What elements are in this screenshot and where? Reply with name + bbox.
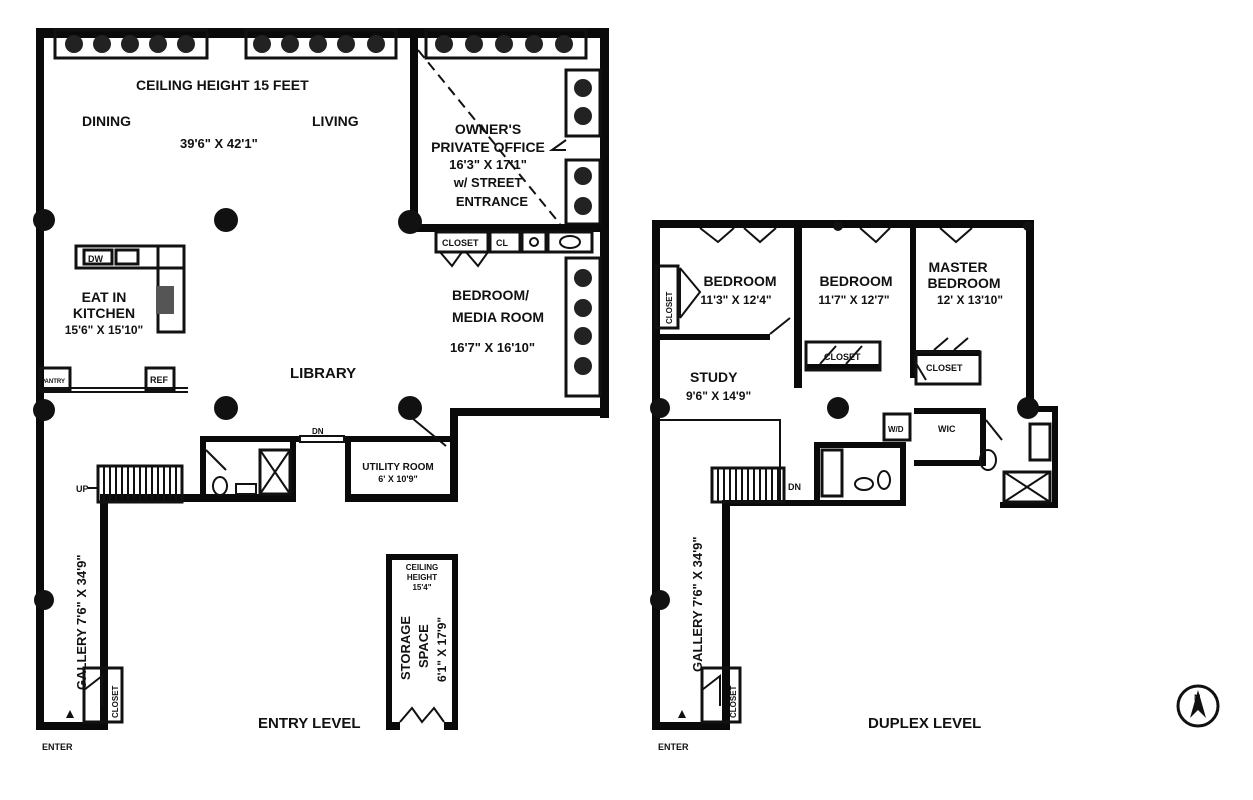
bedroom2-label: BEDROOM: [819, 273, 892, 289]
master-label-2: BEDROOM: [927, 275, 1000, 291]
storage-space: [386, 554, 458, 730]
planter-column-right: [564, 68, 602, 398]
small-dn-label: DN: [312, 427, 324, 436]
duplex-gallery-label: GALLERY 7'6" X 34'9": [690, 536, 705, 672]
storage-ceiling-2: HEIGHT: [407, 573, 437, 582]
storage-ceiling-3: 15'4": [412, 583, 431, 592]
master-bath: [979, 419, 1052, 504]
ceiling-height-label: CEILING HEIGHT 15 FEET: [136, 77, 309, 93]
duplex-gallery-closet-label: CLOSET: [729, 685, 738, 718]
master-dims: 12' X 13'10": [937, 293, 1003, 307]
office-closet-label: CLOSET: [442, 238, 479, 248]
storage-dims: 6'1" X 17'9": [435, 617, 449, 682]
stairs-up: [88, 464, 184, 504]
main-room-dims: 39'6" X 42'1": [180, 136, 258, 151]
utility-dims: 6' X 10'9": [378, 474, 418, 484]
bedroom-media-dims: 16'7" X 16'10": [450, 340, 535, 355]
bedroom-media-label-1: BEDROOM/: [452, 287, 529, 303]
office-label-5: ENTRANCE: [456, 194, 529, 209]
kitchen-label-2: KITCHEN: [73, 305, 135, 321]
up-label: UP: [76, 484, 89, 494]
storage-ceiling-1: CEILING: [406, 563, 438, 572]
library-label: LIBRARY: [290, 365, 356, 382]
duplex-side-closet-label: CLOSET: [665, 291, 674, 324]
entry-level-plan: [33, 28, 609, 730]
study-dims: 9'6" X 14'9": [686, 389, 751, 403]
office-dims: 16'3" X 17'1": [449, 157, 527, 172]
office-cl-label: CL: [496, 238, 508, 248]
wic-label: WIC: [938, 424, 956, 434]
stairs-down: [710, 466, 786, 504]
office-label-1: OWNER'S: [455, 121, 521, 137]
bedroom-media-label-2: MEDIA ROOM: [452, 309, 544, 325]
kitchen-dims: 15'6" X 15'10": [65, 323, 143, 337]
planter-row-3: [424, 28, 588, 60]
duplex-bathroom: [820, 412, 912, 498]
ref-label: REF: [150, 375, 169, 385]
bedroom1-dims: 11'3" X 12'4": [700, 293, 771, 307]
duplex-dn-label: DN: [788, 482, 801, 492]
living-label: LIVING: [312, 113, 359, 129]
storage-label-2: SPACE: [416, 624, 431, 668]
kitchen-counter: [38, 244, 188, 393]
pantry-label: PANTRY: [41, 379, 65, 385]
kitchen-label-1: EAT IN: [82, 289, 127, 305]
bedroom2-closet-label: CLOSET: [824, 352, 861, 362]
master-closet-label: CLOSET: [926, 363, 963, 373]
compass-label: N: [1194, 693, 1201, 703]
duplex-enter-label: ENTER: [658, 742, 689, 752]
entry-gallery-closet-label: CLOSET: [111, 685, 120, 718]
office-label-4: w/ STREET: [453, 175, 523, 190]
entry-enter-label: ENTER: [42, 742, 73, 752]
duplex-level-title: DUPLEX LEVEL: [868, 715, 981, 732]
entry-bathroom: [205, 448, 292, 496]
wd-label: W/D: [888, 425, 904, 434]
bedroom1-label: BEDROOM: [703, 273, 776, 289]
entry-level-title: ENTRY LEVEL: [258, 715, 361, 732]
storage-label-1: STORAGE: [398, 616, 413, 680]
bedroom2-dims: 11'7" X 12'7": [818, 293, 889, 307]
duplex-level-plan: [650, 220, 1058, 730]
study-label: STUDY: [690, 369, 738, 385]
master-label-1: MASTER: [928, 259, 987, 275]
utility-label: UTILITY ROOM: [362, 462, 433, 473]
dining-label: DINING: [82, 113, 131, 129]
office-label-2: PRIVATE OFFICE: [431, 139, 545, 155]
north-compass-icon: [1176, 684, 1220, 728]
dw-label: DW: [88, 254, 103, 264]
entry-gallery-label: GALLERY 7'6" X 34'9": [74, 554, 89, 690]
planter-row-1: [53, 28, 209, 60]
planter-row-2: [244, 28, 398, 60]
